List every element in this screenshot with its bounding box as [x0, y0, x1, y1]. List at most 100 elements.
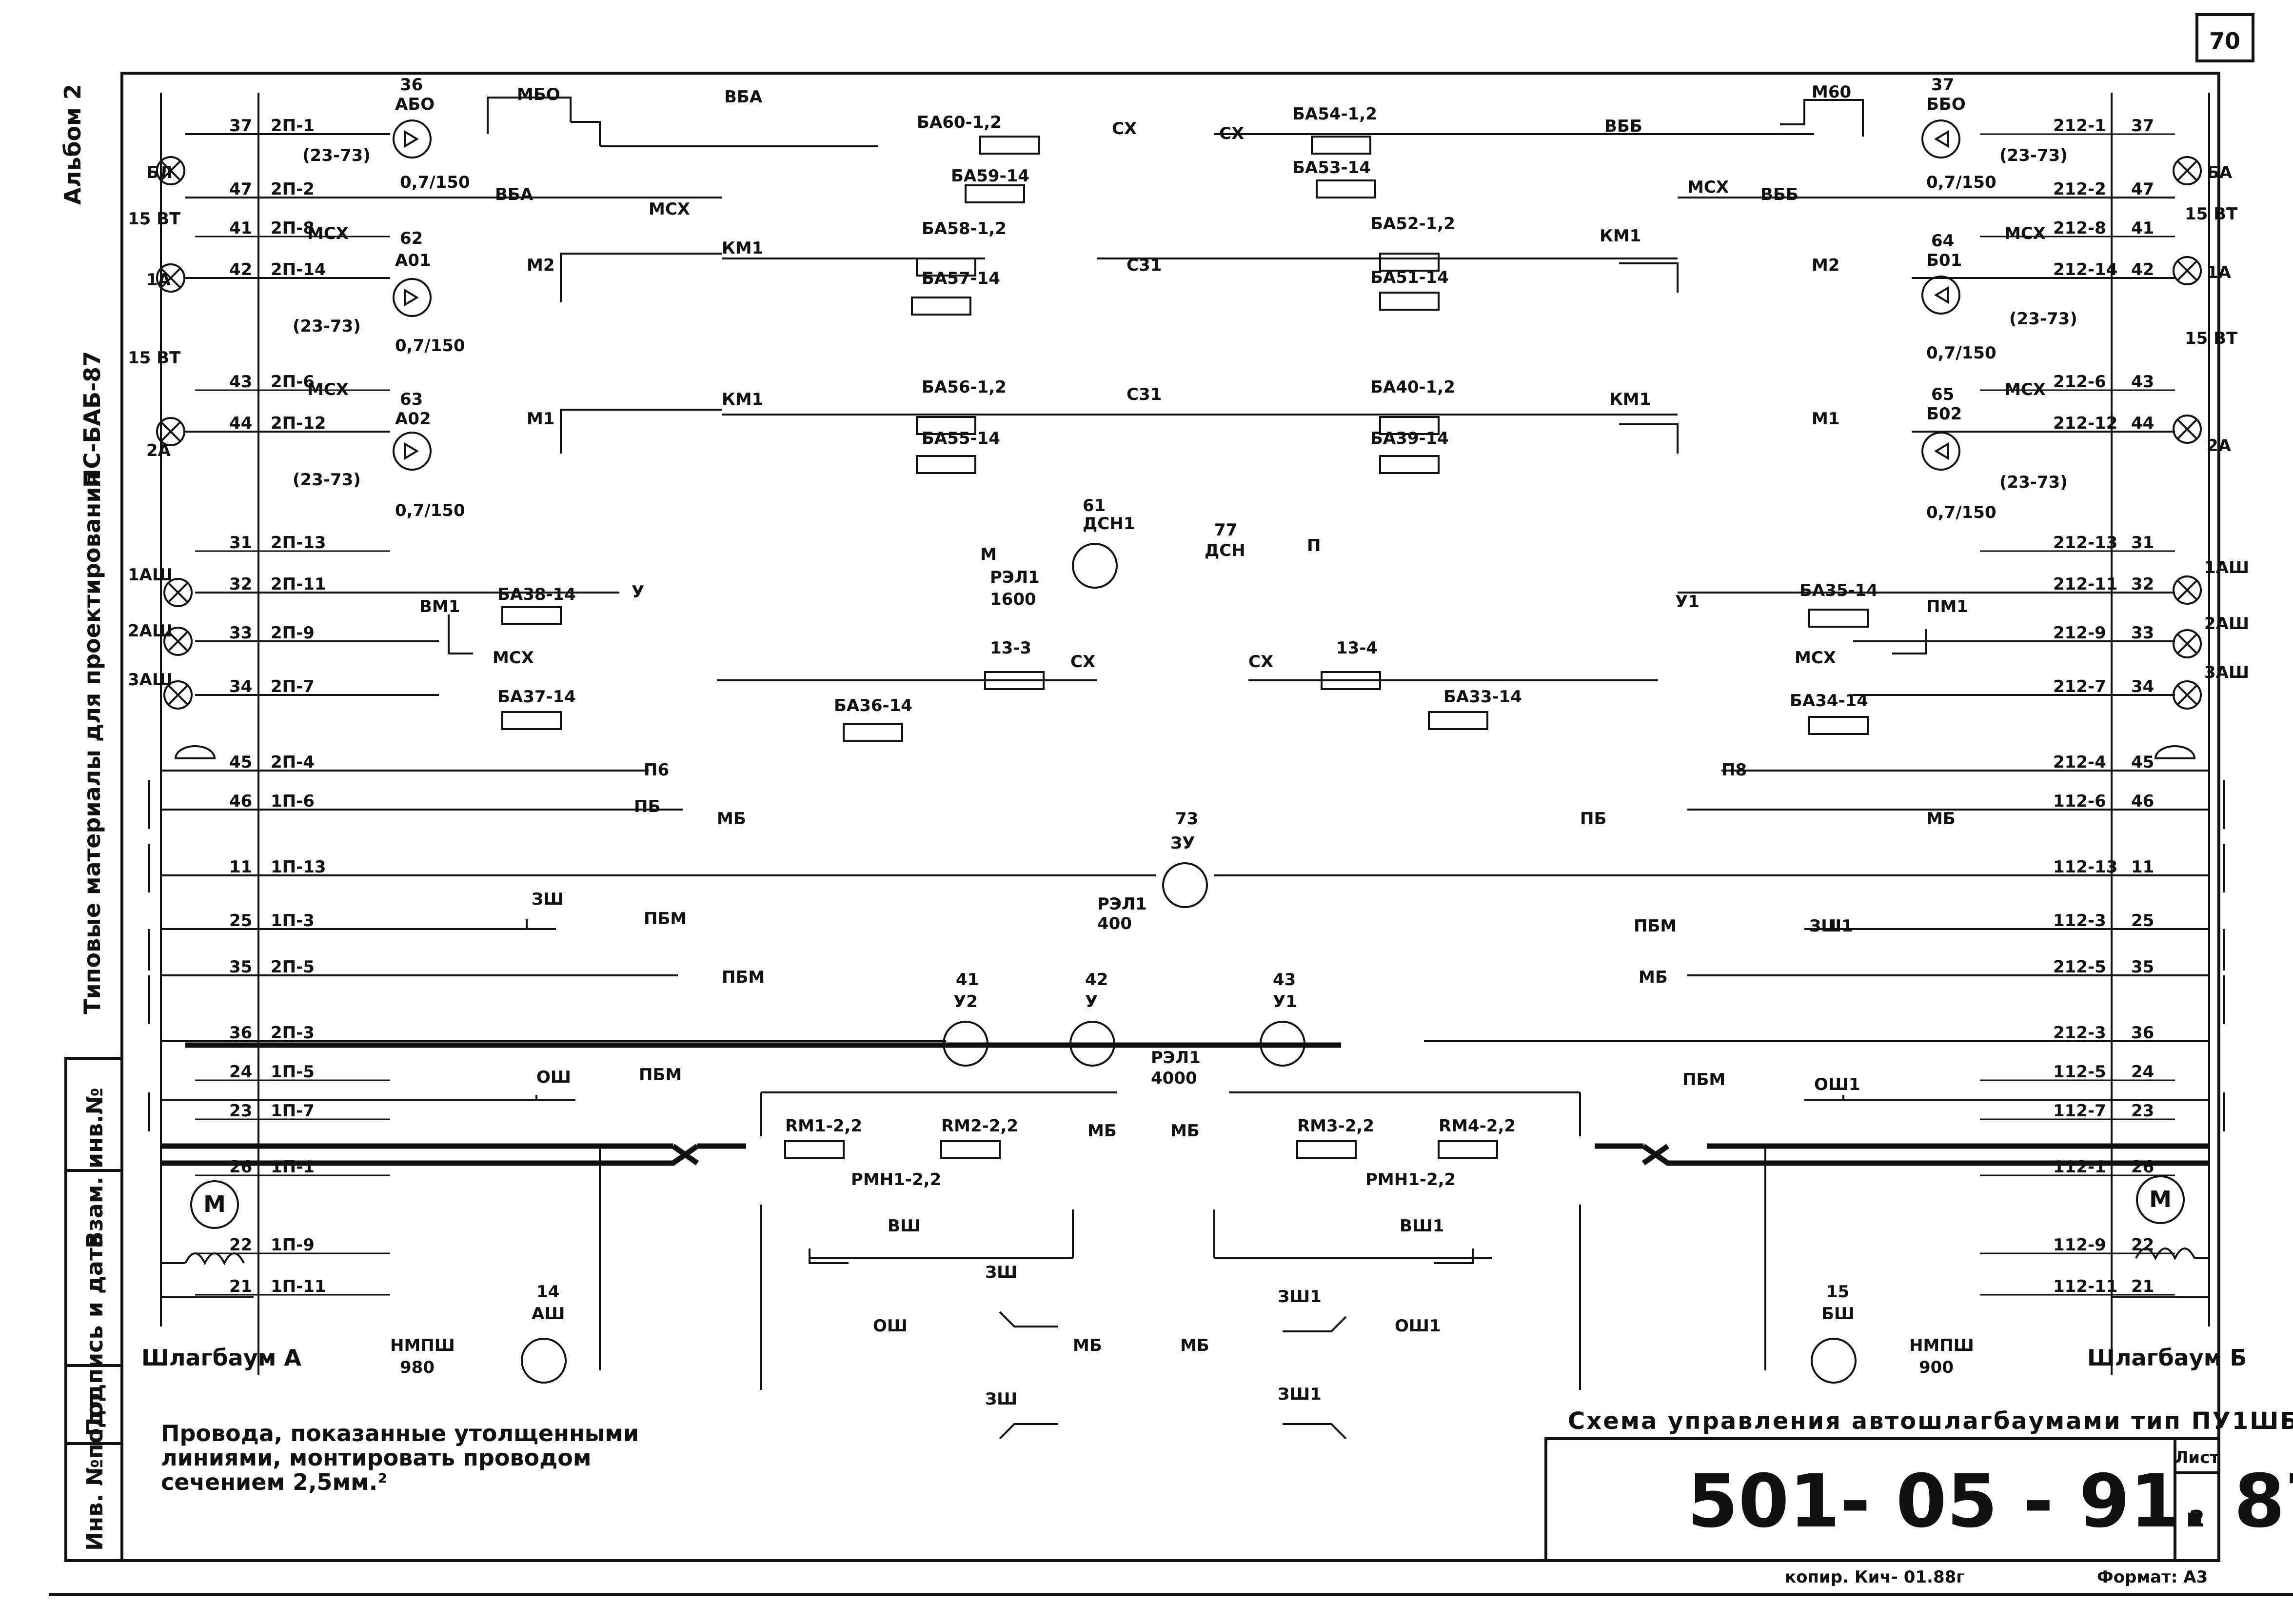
- svg-text:ДСН1: ДСН1: [1083, 514, 1135, 534]
- svg-text:77: 77: [1214, 520, 1237, 540]
- terminal-right-wire: 112-3: [2053, 911, 2106, 931]
- svg-text:ЗШ1: ЗШ1: [1278, 1385, 1322, 1404]
- terminal-right-wire: 212-3: [2053, 1023, 2106, 1043]
- svg-text:ВБА: ВБА: [495, 185, 534, 204]
- svg-text:ВШ1: ВШ1: [1400, 1216, 1444, 1236]
- svg-text:А01: А01: [395, 251, 431, 270]
- svg-text:РЭЛ1: РЭЛ1: [1097, 894, 1147, 914]
- svg-text:ОШ1: ОШ1: [1814, 1075, 1860, 1094]
- terminal-left-num: 32: [229, 574, 252, 594]
- svg-text:ПБМ: ПБМ: [1682, 1070, 1725, 1089]
- svg-text:(23-73): (23-73): [1999, 473, 2068, 492]
- svg-text:ОШ: ОШ: [536, 1068, 571, 1087]
- svg-text:36: 36: [400, 75, 423, 95]
- terminal-left-wire: 1П-11: [271, 1277, 326, 1296]
- terminal-left-num: 37: [229, 116, 252, 136]
- svg-text:0,7/150: 0,7/150: [395, 501, 465, 520]
- terminal-right-wire: 212-14: [2053, 260, 2117, 279]
- terminal-left-wire: 2П-12: [271, 414, 326, 433]
- terminal-right-num: 36: [2131, 1023, 2154, 1043]
- svg-text:RM3-2,2: RM3-2,2: [1297, 1116, 1374, 1136]
- terminal-left-wire: 1П-1: [271, 1157, 315, 1177]
- relay-u2: 41 У2: [943, 970, 988, 1067]
- stamp-column: [64, 1057, 123, 1562]
- svg-text:БА56-1,2: БА56-1,2: [922, 377, 1007, 397]
- svg-text:900: 900: [1919, 1358, 1954, 1377]
- scheme-title: Схема управления автошлагбаумами тип ПУ1…: [1568, 1407, 2293, 1435]
- terminal-right-wire: 212-13: [2053, 533, 2117, 553]
- terminal-right-num: 35: [2131, 957, 2154, 977]
- page-number: 70: [2209, 28, 2240, 54]
- svg-text:М: М: [980, 545, 997, 564]
- terminal-left-num: 11: [229, 857, 252, 877]
- svg-text:Б02: Б02: [1926, 404, 1962, 424]
- svg-text:МСХ: МСХ: [307, 380, 349, 399]
- svg-text:МСХ: МСХ: [1795, 648, 1836, 668]
- voltage-label-left: 15 ВТ: [128, 209, 181, 229]
- terminal-right-num: 25: [2131, 911, 2154, 931]
- stamp-inv-podl: Инв. №подл.: [81, 1385, 108, 1551]
- resistor-bank: БА60-1,2 БА59-14 БА54-1,2 БА53-14 БА58-1…: [497, 104, 1878, 1189]
- svg-text:М1: М1: [527, 409, 555, 429]
- drawing-frame: [120, 72, 2220, 1562]
- block-b01: 64 Б01 (23-73) 0,7/150: [1921, 231, 2077, 363]
- stamp-signature-date: Подпись и дата: [81, 1232, 108, 1436]
- lamp-1a-right: 1А: [2173, 256, 2232, 285]
- svg-text:1А: 1А: [146, 270, 171, 290]
- svg-text:МБ: МБ: [1073, 1336, 1102, 1355]
- lamp-1ash-left: 1АШ 2АШ 3АШ: [128, 565, 193, 710]
- terminal-left-num: 35: [229, 957, 252, 977]
- svg-text:61: 61: [1083, 496, 1106, 515]
- svg-text:БА: БА: [2207, 163, 2233, 182]
- svg-text:М1: М1: [1812, 409, 1840, 429]
- svg-text:63: 63: [400, 390, 423, 409]
- svg-text:М2: М2: [1812, 256, 1840, 275]
- terminal-right-wire: 212-4: [2053, 753, 2106, 772]
- svg-text:КМ1: КМ1: [722, 238, 763, 258]
- svg-text:АБО: АБО: [395, 95, 435, 114]
- album-label: Альбом 2: [59, 84, 86, 205]
- svg-text:41: 41: [956, 970, 979, 990]
- terminal-left-num: 46: [229, 792, 252, 811]
- svg-text:РМН1-2,2: РМН1-2,2: [851, 1170, 941, 1189]
- svg-text:(23-73): (23-73): [302, 146, 371, 165]
- sheet-number: 2: [2189, 1505, 2205, 1532]
- terminal-left-num: 34: [229, 677, 252, 696]
- svg-text:БА53-14: БА53-14: [1292, 158, 1371, 178]
- svg-text:У: У: [632, 582, 644, 602]
- svg-text:ВШ: ВШ: [888, 1216, 921, 1236]
- svg-text:КМ1: КМ1: [722, 390, 763, 409]
- svg-text:ЗШ1: ЗШ1: [1809, 916, 1853, 936]
- svg-text:С31: С31: [1127, 385, 1162, 404]
- svg-text:1А: 1А: [2207, 263, 2232, 282]
- svg-text:БА60-1,2: БА60-1,2: [917, 113, 1002, 132]
- svg-text:0,7/150: 0,7/150: [395, 336, 465, 356]
- terminal-left-num: 36: [229, 1023, 252, 1043]
- terminal-right-num: 46: [2131, 792, 2154, 811]
- svg-text:БА55-14: БА55-14: [922, 429, 1000, 448]
- terminal-left-num: 22: [229, 1235, 252, 1255]
- svg-text:ПБМ: ПБМ: [722, 968, 765, 987]
- terminal-left-wire: 2П-14: [271, 260, 326, 279]
- svg-text:980: 980: [400, 1358, 435, 1377]
- svg-text:ВБА: ВБА: [724, 87, 763, 107]
- svg-text:П6: П6: [644, 760, 669, 780]
- svg-text:37: 37: [1931, 75, 1954, 95]
- svg-text:БШ: БШ: [1821, 1304, 1855, 1324]
- terminal-right-num: 21: [2131, 1277, 2154, 1296]
- relay-u1: 43 У1: [1260, 970, 1305, 1067]
- note-line-2: линиями, монтировать проводом: [161, 1445, 592, 1471]
- svg-text:М2: М2: [527, 256, 555, 275]
- svg-text:СХ: СХ: [1248, 652, 1273, 672]
- terminal-left-num: 47: [229, 179, 252, 199]
- motor-left: М: [160, 1170, 254, 1327]
- wiring-rows: [161, 133, 2209, 1101]
- terminal-left-wire: 2П-13: [271, 533, 326, 553]
- svg-text:ПБМ: ПБМ: [1634, 916, 1677, 936]
- terminal-right-wire: 112-1: [2053, 1157, 2106, 1177]
- svg-text:МБ: МБ: [1170, 1121, 1200, 1141]
- svg-text:БА59-14: БА59-14: [951, 166, 1029, 186]
- lamp-bl: БЛ: [146, 156, 185, 185]
